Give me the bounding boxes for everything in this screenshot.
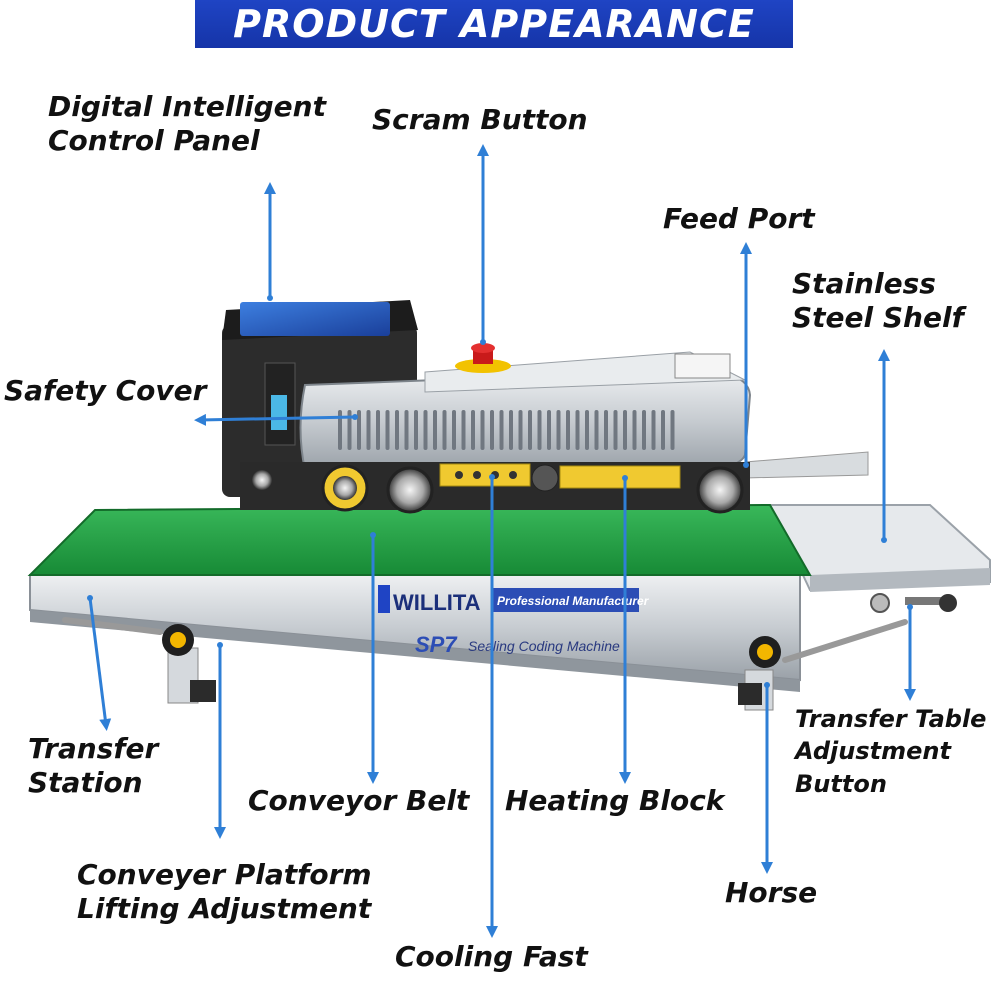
label-stainless-shelf: Stainless Steel Shelf <box>792 267 964 334</box>
label-transfer-station: Transfer Station <box>28 732 159 799</box>
label-safety-cover: Safety Cover <box>4 374 207 407</box>
touch-screen <box>240 302 390 336</box>
banner-title: PRODUCT APPEARANCE <box>233 2 755 46</box>
model-name: SP7 <box>415 632 458 657</box>
label-conveyer-platform: Conveyer Platform Lifting Adjustment <box>77 858 372 925</box>
brand-name: WILLITA <box>393 590 481 615</box>
scram-button-shape <box>455 343 511 373</box>
label-heating-block: Heating Block <box>505 784 725 817</box>
platform-knob <box>162 624 194 656</box>
safety-cover <box>299 351 752 471</box>
label-transfer-table-button: Transfer Table Adjustment Button <box>795 705 987 798</box>
title-banner: PRODUCT APPEARANCE <box>195 0 793 48</box>
label-horse: Horse <box>725 876 818 909</box>
label-feed-port: Feed Port <box>663 202 815 235</box>
conveyor-belt-surface <box>27 503 812 576</box>
horse-knob <box>749 636 781 668</box>
ink-cartridge <box>271 395 287 430</box>
lower-mechanism <box>240 462 750 514</box>
stainless-shelf <box>744 451 991 613</box>
label-scram-button: Scram Button <box>372 103 588 136</box>
label-conveyor-belt: Conveyor Belt <box>248 784 470 817</box>
brand-tagline: Professional Manufacturer <box>497 594 650 608</box>
model-description: Sealing Coding Machine <box>468 638 620 654</box>
brand-plate: WILLITA Professional Manufacturer SP7 Se… <box>378 585 650 657</box>
label-cooling-fast: Cooling Fast <box>395 940 588 973</box>
label-control-panel: Digital Intelligent Control Panel <box>48 90 326 157</box>
